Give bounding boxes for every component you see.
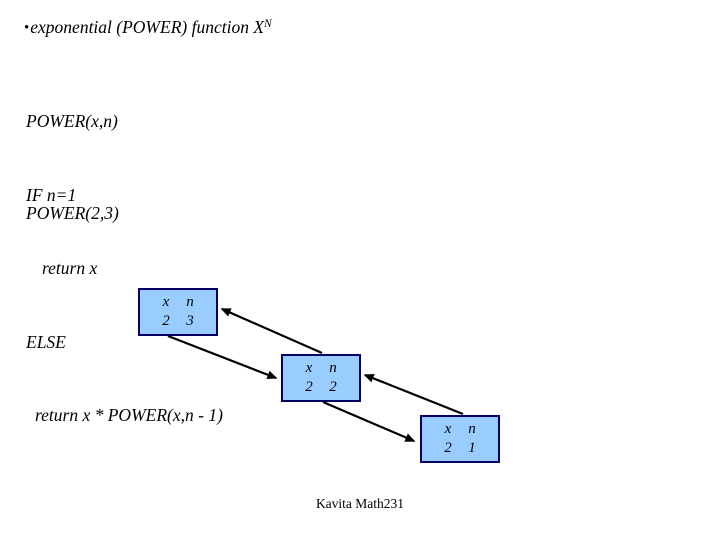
frame-var-n: n [186,294,194,310]
pseudocode-block: POWER(x,n) IF n=1 return x ELSE return x… [26,60,223,477]
frame-values: 2 1 [444,439,477,458]
frame-variables: x n [305,359,338,378]
slide-title: •exponential (POWER) function XN [24,17,272,38]
arrow-call-frame2-to-frame3 [322,400,416,443]
frame-var-n: n [468,421,476,437]
frame-var-x: x [305,360,313,376]
frame-val-x: 2 [444,440,452,456]
bullet-icon: • [24,20,30,36]
footer-credit: Kavita Math231 [315,496,405,511]
frame-val-n: 1 [468,440,476,456]
frame-var-x: x [162,294,170,310]
activation-frame-power-2-3: x n 2 3 [138,288,218,336]
frame-val-n: 2 [329,379,337,395]
frame-values: 2 2 [305,378,338,397]
activation-frame-power-2-2: x n 2 2 [281,354,361,402]
code-line-return-recursive: return x * POWER(x,n - 1) [35,405,223,425]
code-line-signature: POWER(x,n) [26,111,118,131]
arrow-return-frame2-to-frame1 [220,307,323,355]
frame-val-x: 2 [305,379,313,395]
function-call-example: POWER(2,3) [26,203,119,223]
frame-val-n: 3 [186,313,194,329]
arrow-return-frame3-to-frame2 [363,373,464,416]
title-superscript: N [264,18,272,30]
code-line-else: ELSE [26,331,66,352]
frame-var-x: x [444,421,452,437]
slide-title-text: exponential (POWER) function X [30,17,265,37]
frame-variables: x n [444,420,477,439]
frame-var-n: n [329,360,337,376]
frame-variables: x n [162,293,195,312]
frame-val-x: 2 [162,313,170,329]
code-line-if: IF n=1 [26,184,77,205]
activation-frame-power-2-1: x n 2 1 [420,415,500,463]
frame-values: 2 3 [162,312,195,331]
code-line-return-base: return x [42,258,98,278]
